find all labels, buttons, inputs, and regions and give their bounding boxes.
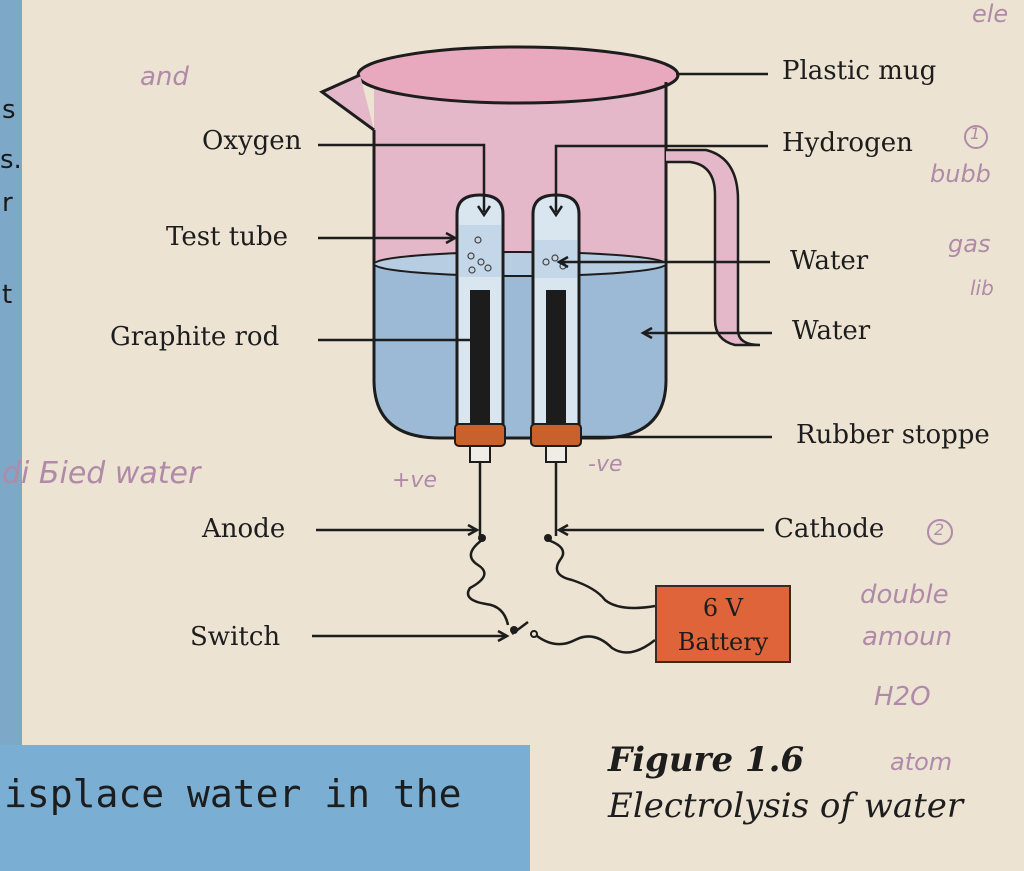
handwriting-note: ele — [972, 0, 1009, 28]
label-water-top: Water — [790, 246, 869, 276]
rubber-stopper-right — [530, 423, 582, 447]
handwriting-note: double — [860, 580, 949, 610]
figure-caption: Electrolysis of water — [608, 786, 964, 826]
edge-char: s — [2, 95, 16, 125]
label-test-tube: Test tube — [166, 222, 288, 252]
body-text-fragment: isplace water in the — [4, 772, 462, 816]
left-blue-margin — [0, 0, 22, 871]
mug-water — [374, 262, 666, 438]
label-graphite-rod: Graphite rod — [110, 322, 280, 352]
blue-text-box — [0, 745, 530, 871]
handwriting-minus-ve: -ve — [588, 452, 623, 477]
edge-char: r — [2, 188, 13, 218]
battery: 6 V Battery — [655, 585, 791, 663]
label-cathode: Cathode — [774, 514, 885, 544]
handwriting-note: amoun — [862, 622, 953, 652]
label-oxygen: Oxygen — [202, 126, 302, 156]
mug-handle — [666, 148, 761, 347]
handwriting-note: bubb — [930, 160, 991, 188]
handwriting-note: atom — [890, 748, 953, 776]
label-switch: Switch — [190, 622, 281, 652]
graphite-rod-right — [546, 290, 566, 428]
mug-rim — [356, 45, 680, 105]
label-plastic-mug: Plastic mug — [782, 56, 937, 86]
handwriting-note: lib — [970, 276, 994, 300]
mug-spout — [319, 73, 375, 132]
mug-body — [374, 82, 666, 262]
label-rubber-stopper: Rubber stoppe — [796, 420, 990, 450]
water-surface — [373, 251, 667, 277]
handwriting-plus-ve: +ve — [392, 468, 437, 493]
edge-char: s. — [0, 145, 22, 175]
handwriting-top-left: and — [140, 62, 189, 92]
handwriting-note: H2O — [874, 682, 931, 712]
label-anode: Anode — [202, 514, 286, 544]
handwriting-circled-number: 2 — [934, 520, 945, 539]
label-water-side: Water — [792, 316, 871, 346]
label-hydrogen: Hydrogen — [782, 128, 913, 158]
rubber-stopper-left — [454, 423, 506, 447]
edge-char: t — [2, 280, 13, 310]
handwriting-circled-number: 1 — [970, 124, 981, 143]
graphite-rod-left — [470, 290, 490, 428]
handwriting-distilled: di Ƃied water — [2, 456, 201, 491]
battery-voltage: 6 V — [702, 594, 744, 622]
figure-number: Figure 1.6 — [608, 740, 805, 780]
battery-label: Battery — [677, 628, 769, 656]
handwriting-note: gas — [948, 230, 991, 258]
caption-area — [530, 745, 1024, 871]
